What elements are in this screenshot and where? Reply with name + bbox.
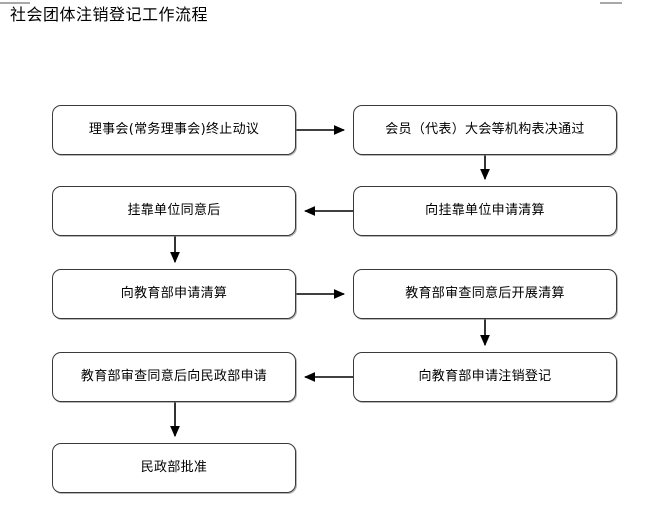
flow-node-apply-liquidation-to-moe[interactable]: 向教育部申请清算 [52,269,296,319]
flow-node-host-unit-approved[interactable]: 挂靠单位同意后 [52,186,296,236]
flow-node-apply-deregistration-to-moe[interactable]: 向教育部申请注销登记 [353,352,617,402]
page-title: 社会团体注销登记工作流程 [10,5,209,24]
flow-node-mca-approval[interactable]: 民政部批准 [52,443,296,493]
top-right-rule [600,2,622,4]
flow-node-apply-liquidation-to-host-unit[interactable]: 向挂靠单位申请清算 [353,186,617,236]
flow-node-board-termination-motion[interactable]: 理事会(常务理事会)终止动议 [52,105,296,155]
top-left-rule [0,2,30,4]
flow-node-moe-approved-start-liquidation[interactable]: 教育部审查同意后开展清算 [353,269,617,319]
flow-node-members-assembly-vote[interactable]: 会员（代表）大会等机构表决通过 [353,105,617,155]
flow-node-moe-approved-apply-to-mca[interactable]: 教育部审查同意后向民政部申请 [52,352,296,402]
